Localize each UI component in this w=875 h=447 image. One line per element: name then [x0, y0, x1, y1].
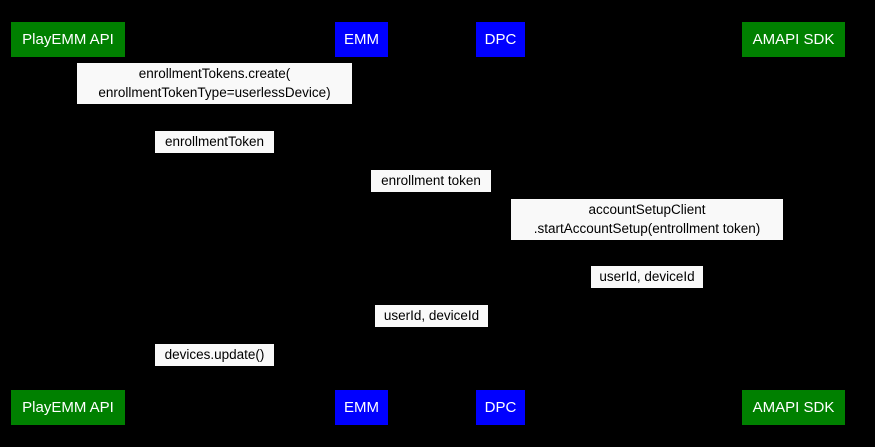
message-label-userid-deviceid-sdk-to-dpc: userId, deviceId: [591, 266, 703, 288]
lifeline-amapi-sdk: [793, 57, 794, 390]
lifeline-playemm-api: [68, 57, 69, 390]
participant-dpc-bottom[interactable]: DPC: [476, 390, 525, 425]
message-label-enrollment-token-response: enrollmentToken: [155, 131, 274, 153]
message-label-enrollment-token-transfer: enrollment token: [371, 170, 491, 192]
message-label-userid-deviceid-dpc-to-emm: userId, deviceId: [375, 305, 488, 327]
participant-label-emm-bottom: EMM: [344, 399, 379, 416]
message-arrow-5: [500, 288, 793, 289]
participant-dpc-top[interactable]: DPC: [476, 22, 525, 57]
participant-label-playemm-api-top: PlayEMM API: [22, 31, 114, 48]
participant-amapi-sdk-top[interactable]: AMAPI SDK: [742, 22, 845, 57]
participant-label-dpc-bottom: DPC: [484, 399, 517, 416]
message-arrow-6: [361, 327, 500, 328]
participant-playemm-api-bottom[interactable]: PlayEMM API: [11, 390, 125, 425]
participant-label-amapi-sdk-top: AMAPI SDK: [752, 31, 835, 48]
participant-label-playemm-api-bottom: PlayEMM API: [22, 399, 114, 416]
lifeline-dpc: [500, 57, 501, 390]
message-label-start-account-setup: accountSetupClient .startAccountSetup(en…: [511, 199, 783, 240]
participant-label-emm-top: EMM: [344, 31, 379, 48]
message-label-enrollment-tokens-create: enrollmentTokens.create( enrollmentToken…: [77, 63, 352, 104]
message-arrow-1: [68, 105, 361, 106]
participant-emm-top[interactable]: EMM: [335, 22, 388, 57]
participant-label-amapi-sdk-bottom: AMAPI SDK: [752, 399, 835, 416]
message-label-devices-update: devices.update(): [155, 344, 274, 366]
participant-emm-bottom[interactable]: EMM: [335, 390, 388, 425]
participant-label-dpc-top: DPC: [484, 31, 517, 48]
lifeline-emm: [361, 57, 362, 390]
message-arrow-4: [500, 241, 793, 242]
participant-amapi-sdk-bottom[interactable]: AMAPI SDK: [742, 390, 845, 425]
participant-playemm-api-top[interactable]: PlayEMM API: [11, 22, 125, 57]
message-arrow-7: [68, 366, 361, 367]
